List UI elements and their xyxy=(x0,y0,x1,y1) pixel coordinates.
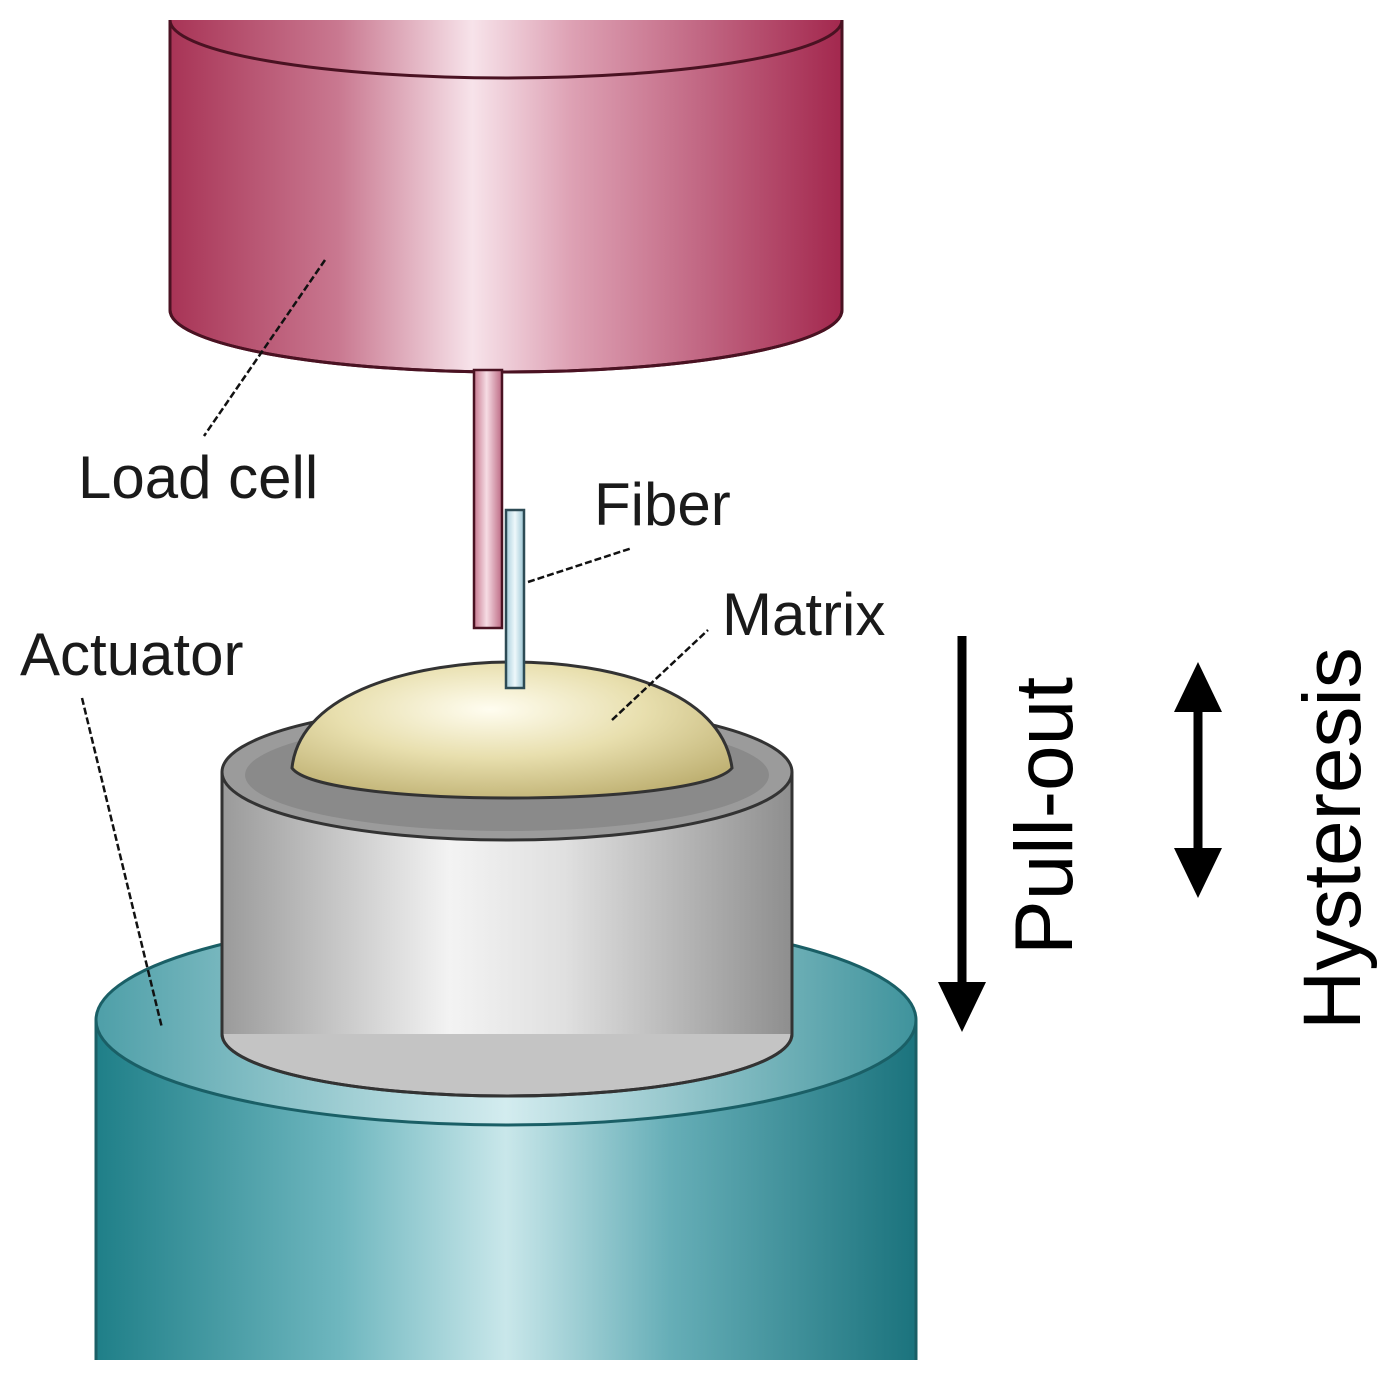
fiber xyxy=(504,508,526,690)
matrix-droplet xyxy=(290,660,734,800)
pull-out-label: Pull-out xyxy=(999,677,1090,955)
hysteresis-arrow xyxy=(1174,662,1222,898)
matrix-leader-line xyxy=(611,629,709,721)
load-cell-label: Load cell xyxy=(78,444,318,511)
load-cell-cylinder xyxy=(168,19,844,374)
fiber-leader-line xyxy=(527,546,633,584)
pull-out-arrow xyxy=(938,636,986,1032)
load-cell-leader-line xyxy=(202,259,327,437)
hysteresis-label: Hysteresis xyxy=(1287,647,1378,1030)
matrix-label: Matrix xyxy=(722,581,885,648)
load-cell-rod xyxy=(472,368,504,630)
fiber-label: Fiber xyxy=(594,471,731,538)
actuator-leader-line xyxy=(80,697,164,1029)
actuator-label: Actuator xyxy=(20,621,243,688)
